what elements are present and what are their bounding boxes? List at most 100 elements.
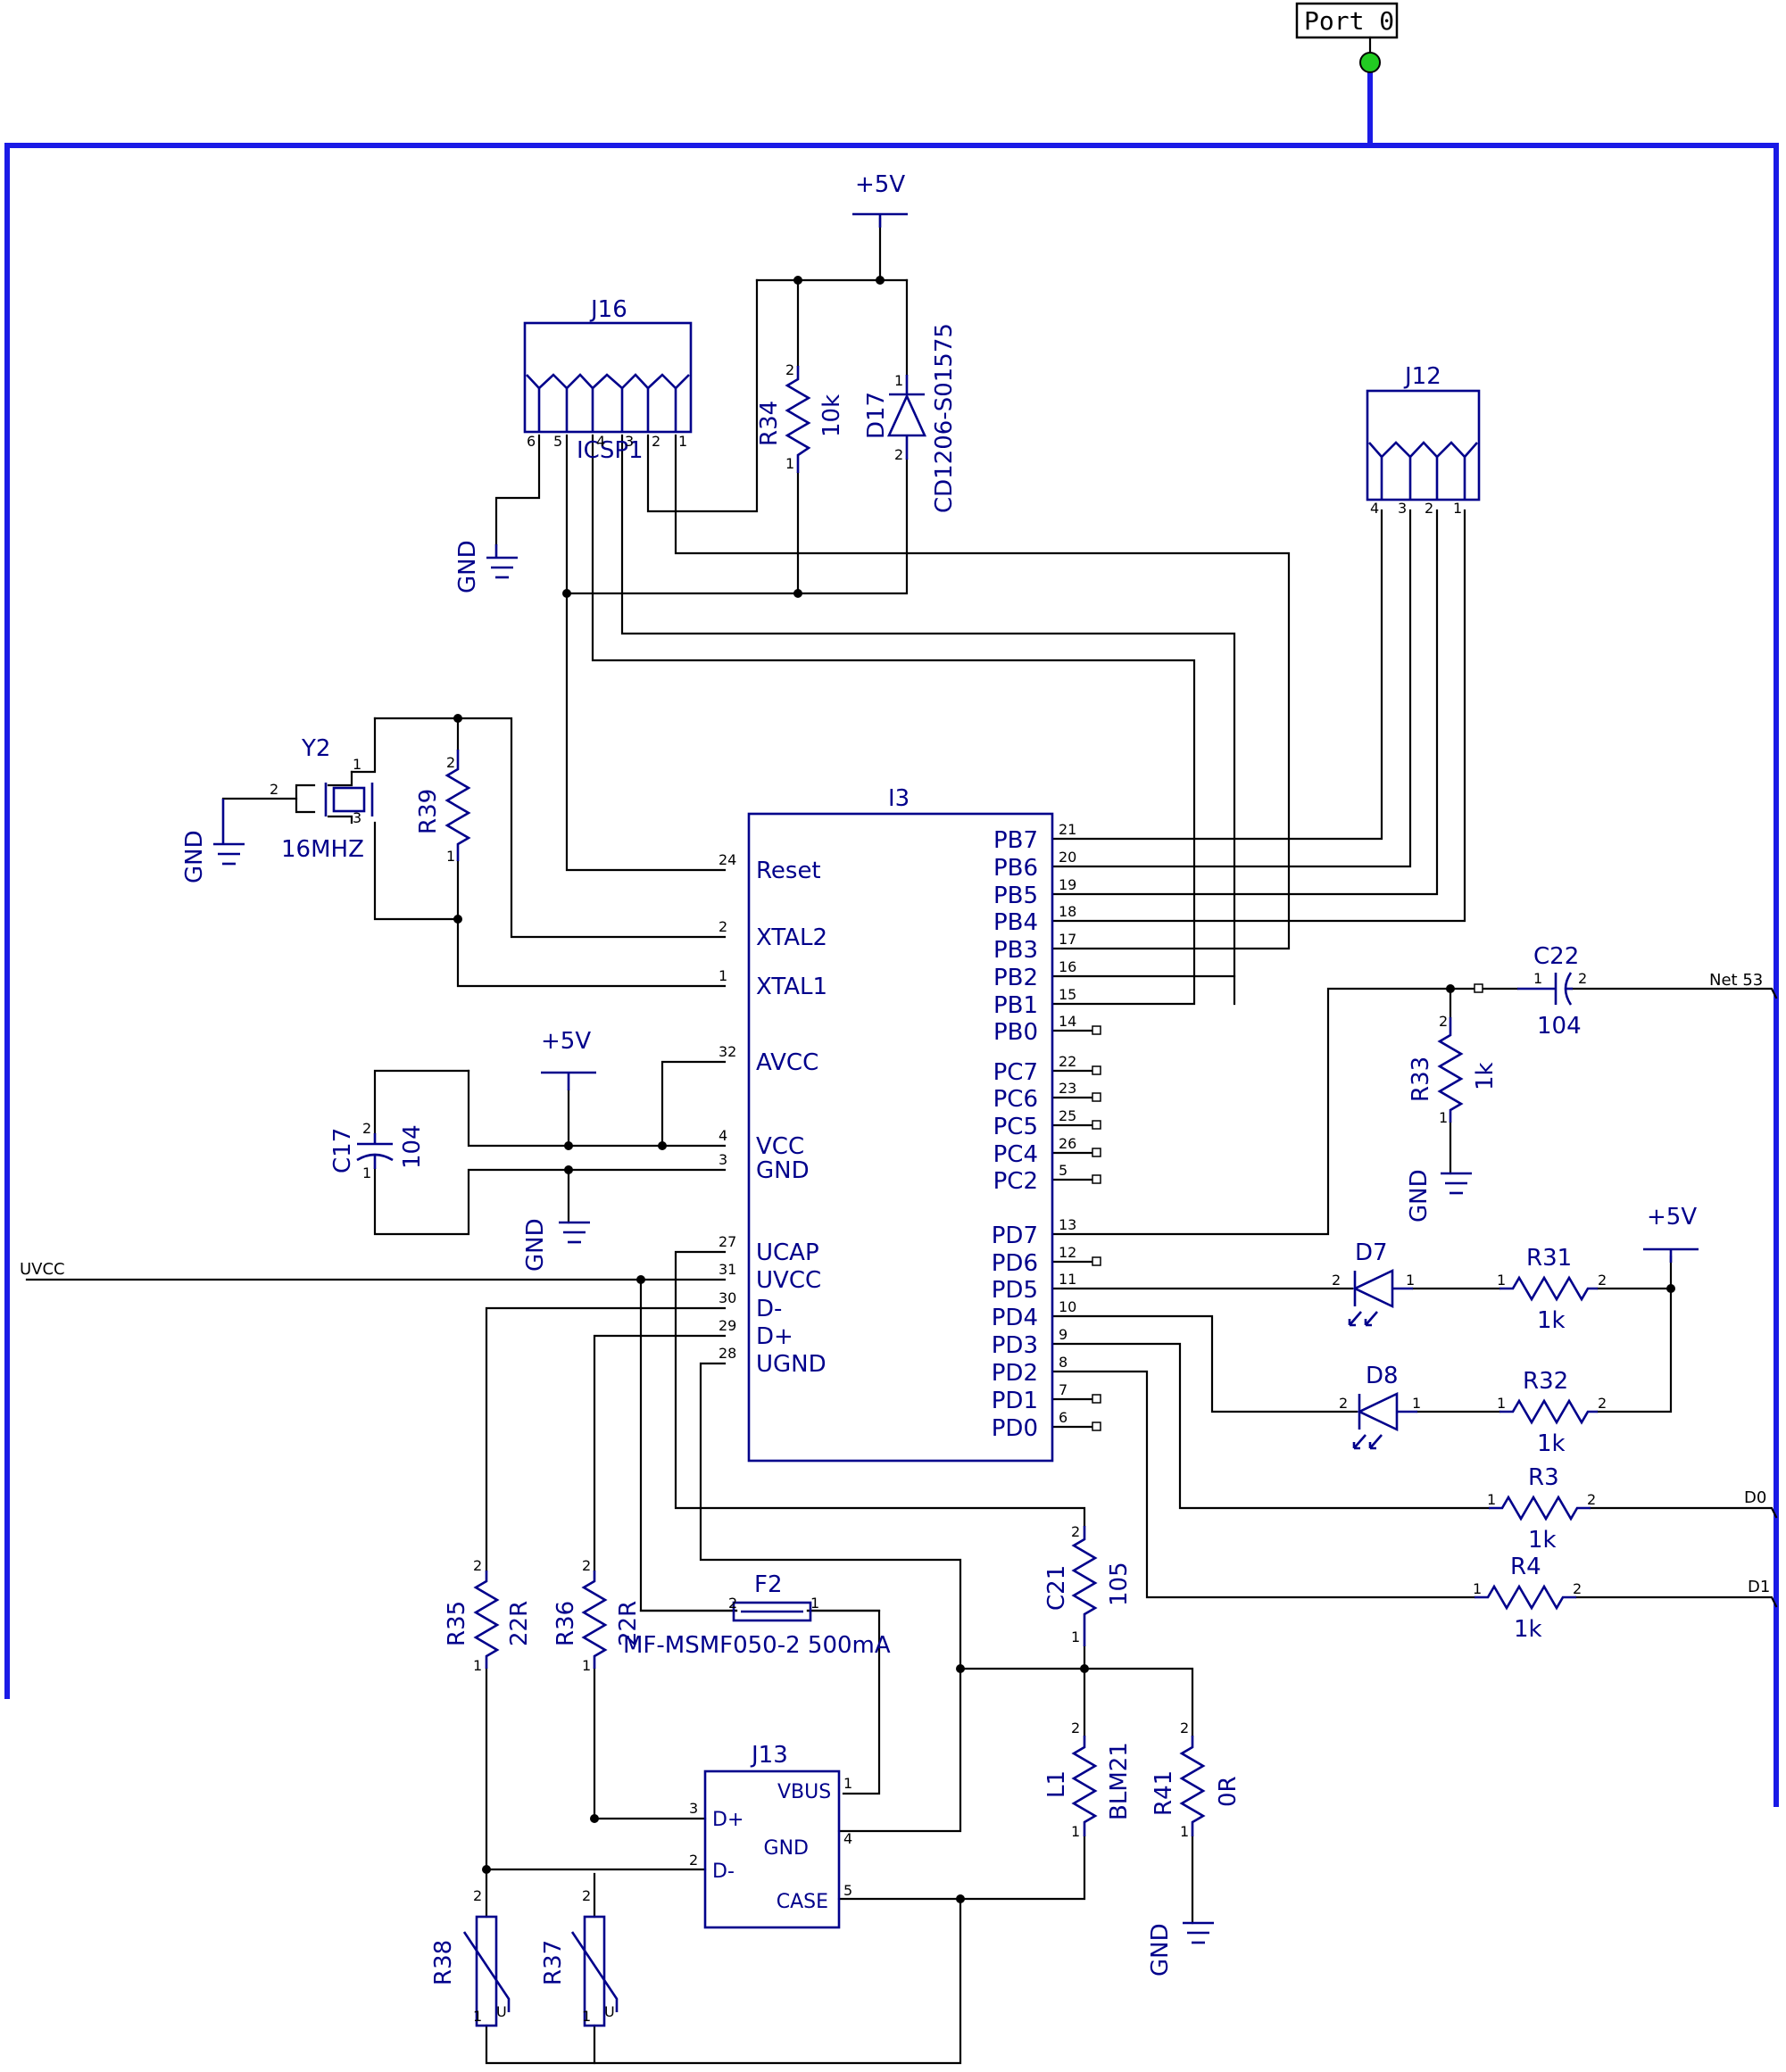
svg-text:2: 2 xyxy=(1578,970,1587,987)
svg-text:2: 2 xyxy=(473,1887,482,1904)
svg-text:104: 104 xyxy=(1537,1013,1582,1040)
i3-pin-number: 4 xyxy=(719,1127,727,1144)
i3-pin-number: 8 xyxy=(1059,1354,1067,1371)
r3-resistor: R3 1k 1 2 xyxy=(1487,1464,1596,1554)
i3-pin-name: UGND xyxy=(756,1351,827,1378)
svg-text:1: 1 xyxy=(1533,970,1542,987)
svg-text:3: 3 xyxy=(689,1800,698,1817)
svg-text:2: 2 xyxy=(652,433,660,450)
i3-pin-name: PB4 xyxy=(993,909,1038,936)
i3-pin-name: PD0 xyxy=(992,1415,1038,1442)
i3-pin-name: UVCC xyxy=(756,1267,821,1294)
i3-pin-name: PC2 xyxy=(993,1168,1038,1195)
i3-pin-number: 19 xyxy=(1059,876,1076,893)
svg-text:1k: 1k xyxy=(1537,1430,1566,1457)
svg-text:2: 2 xyxy=(689,1852,698,1869)
svg-text:1: 1 xyxy=(678,433,687,450)
i3-pin-number: 16 xyxy=(1059,958,1076,975)
i3-pin-name: PB2 xyxy=(993,965,1038,991)
svg-text:22R: 22R xyxy=(506,1601,533,1646)
svg-text:R36: R36 xyxy=(552,1601,579,1646)
c17-capacitor: 2 1 C17 104 xyxy=(329,1120,426,1181)
svg-text:2: 2 xyxy=(1180,1720,1189,1736)
i3-pin-number: 10 xyxy=(1059,1298,1076,1315)
i3-pin-number: 20 xyxy=(1059,849,1076,866)
i3-pin-number: 17 xyxy=(1059,931,1076,948)
svg-text:2: 2 xyxy=(1573,1580,1582,1597)
gnd-r33: GND xyxy=(1406,1169,1472,1222)
svg-text:2: 2 xyxy=(1339,1395,1348,1412)
i3-pin-name: D- xyxy=(756,1296,782,1322)
r32-resistor: R32 1k 1 2 xyxy=(1497,1368,1607,1457)
svg-text:D7: D7 xyxy=(1355,1239,1388,1266)
svg-text:1: 1 xyxy=(1439,1109,1448,1126)
port-0[interactable]: Port 0 xyxy=(1295,2,1399,73)
i3-pin-name: PD4 xyxy=(992,1305,1038,1331)
svg-text:F2: F2 xyxy=(754,1571,783,1598)
r34-resistor: 2 1 R34 10k xyxy=(756,361,845,473)
svg-text:R41: R41 xyxy=(1151,1770,1177,1816)
d8-led: D8 2 1 xyxy=(1339,1363,1421,1450)
svg-text:2: 2 xyxy=(582,1887,591,1904)
svg-text:1: 1 xyxy=(894,372,903,389)
i3-pin-name: PD5 xyxy=(992,1277,1038,1304)
r35-resistor: 2 1 R35 22R xyxy=(444,1557,533,1674)
svg-text:+5V: +5V xyxy=(855,171,905,198)
i3-pin-name: PC6 xyxy=(993,1086,1038,1113)
svg-text:J13: J13 xyxy=(750,1742,788,1769)
svg-text:1: 1 xyxy=(1473,1580,1482,1597)
i3-pin-number: 31 xyxy=(719,1261,736,1278)
svg-text:R35: R35 xyxy=(444,1601,470,1646)
svg-text:5: 5 xyxy=(553,433,562,450)
svg-text:3: 3 xyxy=(1398,500,1407,517)
r37-varistor: 2 1 U R37 xyxy=(540,1887,619,2027)
svg-text:BLM21: BLM21 xyxy=(1106,1742,1133,1820)
i3-pin-number: 22 xyxy=(1059,1053,1076,1070)
i3-pin-pd4-right: PD4 10 xyxy=(992,1298,1077,1331)
i3-pin-name: PD6 xyxy=(992,1250,1038,1277)
svg-text:105: 105 xyxy=(1106,1562,1133,1606)
r39-resistor: 2 1 R39 xyxy=(415,750,471,865)
svg-text:CD1206-S01575: CD1206-S01575 xyxy=(931,323,958,513)
svg-text:U: U xyxy=(604,2003,615,2020)
svg-text:1: 1 xyxy=(810,1595,819,1612)
svg-text:Y2: Y2 xyxy=(301,735,330,762)
i3-pin-name: AVCC xyxy=(756,1049,818,1076)
svg-text:2: 2 xyxy=(1598,1272,1607,1289)
i3-pin-number: 2 xyxy=(719,918,727,935)
i3-pin-name: PB0 xyxy=(993,1019,1038,1046)
svg-text:1: 1 xyxy=(1071,1823,1080,1840)
r31-resistor: R31 1k 1 2 xyxy=(1497,1245,1607,1334)
svg-text:GND: GND xyxy=(454,540,481,593)
svg-text:2: 2 xyxy=(728,1595,737,1612)
i3-pin-name: PD7 xyxy=(992,1222,1038,1249)
svg-text:1: 1 xyxy=(353,756,361,773)
i3-pin-name: UCAP xyxy=(756,1239,819,1266)
svg-text:R33: R33 xyxy=(1408,1057,1434,1102)
svg-text:2: 2 xyxy=(785,361,794,378)
svg-text:R4: R4 xyxy=(1510,1554,1541,1580)
svg-text:1: 1 xyxy=(446,848,455,865)
j12-connector: J12 4 3 2 1 xyxy=(1366,363,1481,517)
uvcc-label: UVCC xyxy=(20,1260,65,1279)
i3-pin-name: D+ xyxy=(756,1323,793,1350)
svg-text:GND: GND xyxy=(1406,1169,1433,1222)
svg-text:3: 3 xyxy=(625,433,634,450)
svg-text:1: 1 xyxy=(1497,1272,1506,1289)
svg-text:L1: L1 xyxy=(1043,1770,1070,1798)
svg-text:4: 4 xyxy=(1370,500,1379,517)
svg-text:2: 2 xyxy=(1439,1013,1448,1030)
bus xyxy=(4,64,1779,1807)
